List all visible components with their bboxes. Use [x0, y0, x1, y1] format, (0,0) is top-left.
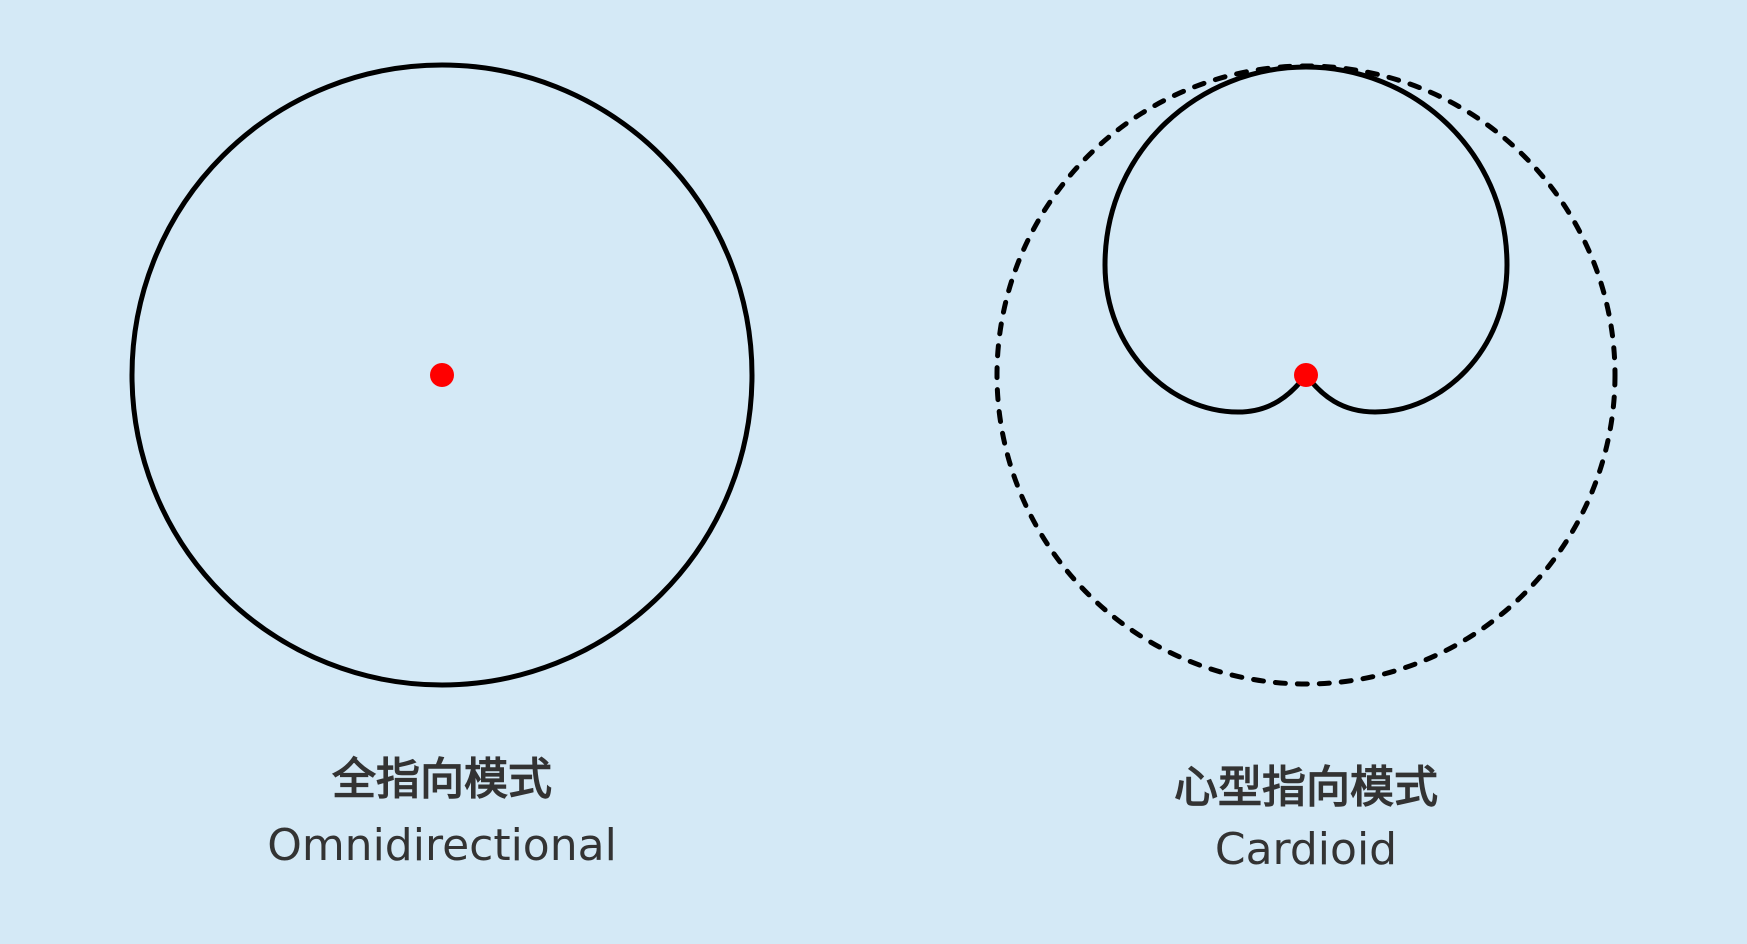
cardioid-curve: [1102, 64, 1510, 415]
omnidirectional-pattern: [129, 62, 755, 688]
cardioid-title-en: Cardioid: [1214, 824, 1398, 875]
cardioid-title-zh: 心型指向模式: [1174, 762, 1438, 813]
omnidirectional-title-en: Omnidirectional: [267, 820, 617, 871]
microphone-dot: [430, 363, 454, 387]
cardioid-label: 心型指向模式 Cardioid: [1006, 762, 1606, 876]
omnidirectional-title-zh: 全指向模式: [332, 754, 552, 805]
cardioid-pattern: [994, 63, 1618, 687]
omnidirectional-label: 全指向模式 Omnidirectional: [142, 754, 742, 872]
microphone-dot: [1294, 363, 1318, 387]
omnidirectional-circle: [129, 62, 755, 688]
